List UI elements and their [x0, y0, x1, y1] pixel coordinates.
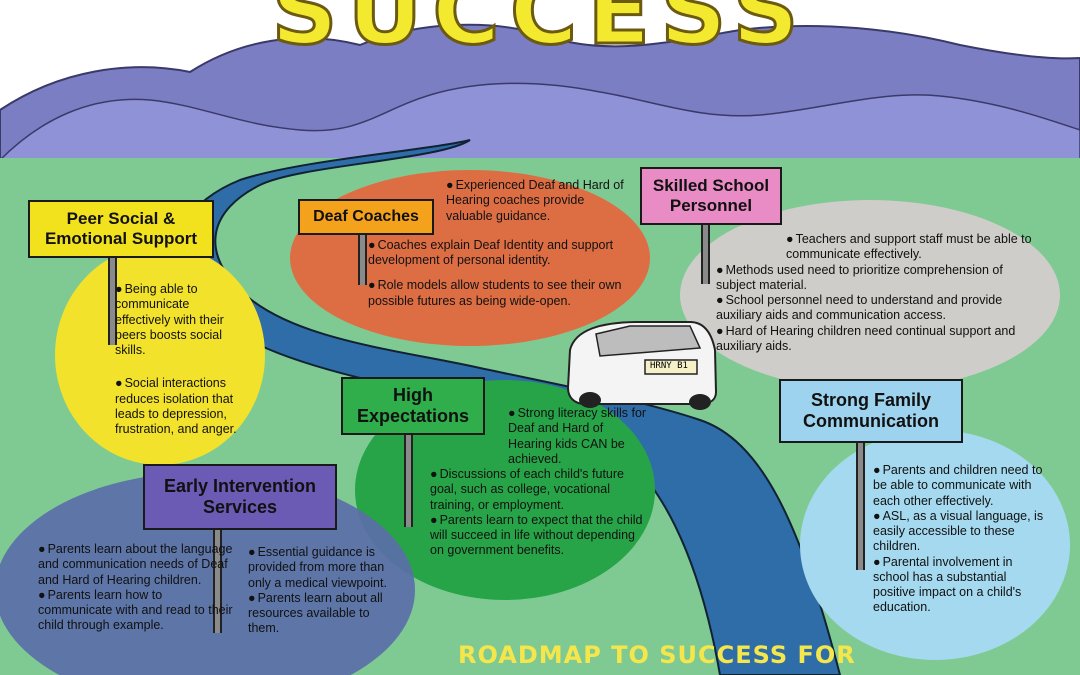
- bullet-early-3: Essential guidance is provided from more…: [248, 545, 398, 591]
- high-expectations-text: Strong literacy skills for Deaf and Hard…: [430, 406, 648, 559]
- bullet-coaches-1: Experienced Deaf and Hard of Hearing coa…: [446, 178, 626, 224]
- bullet-family-2: ASL, as a visual language, is easily acc…: [873, 509, 1045, 555]
- school-sign-post: [701, 224, 710, 284]
- bullet-school-3: School personnel need to understand and …: [716, 293, 1036, 324]
- deaf-coaches-text: Experienced Deaf and Hard of Hearing coa…: [368, 178, 626, 309]
- bullet-school-2: Methods used need to prioritize comprehe…: [716, 263, 1036, 294]
- sign-early-intervention-services: Early Intervention Services: [143, 464, 337, 530]
- bullet-coaches-3: Role models allow students to see their …: [368, 278, 623, 309]
- sign-high-expectations: High Expectations: [341, 377, 485, 435]
- peer-support-text: Being able to communicate effectively wi…: [115, 282, 243, 437]
- car: [566, 321, 718, 410]
- bullet-peer-2: Social interactions reduces isolation th…: [115, 376, 243, 437]
- bullet-school-1: Teachers and support staff must be able …: [786, 232, 1036, 263]
- bullet-peer-1: Being able to communicate effectively wi…: [115, 282, 243, 358]
- sign-strong-family-communication: Strong Family Communication: [779, 379, 963, 443]
- bullet-expect-1: Strong literacy skills for Deaf and Hard…: [508, 406, 648, 467]
- family-communication-text: Parents and children need to be able to …: [873, 463, 1045, 616]
- bullet-family-1: Parents and children need to be able to …: [873, 463, 1045, 509]
- early-intervention-text-left: Parents learn about the language and com…: [38, 542, 234, 634]
- bullet-expect-3: Parents learn to expect that the child w…: [430, 513, 648, 559]
- sign-deaf-coaches: Deaf Coaches: [298, 199, 434, 235]
- bullet-early-4: Parents learn about all resources availa…: [248, 591, 398, 637]
- bullet-early-1: Parents learn about the language and com…: [38, 542, 234, 588]
- school-personnel-text: Teachers and support staff must be able …: [716, 232, 1036, 354]
- family-sign-post: [856, 440, 865, 570]
- sign-skilled-school-personnel: Skilled School Personnel: [640, 167, 782, 225]
- bullet-expect-2: Discussions of each child's future goal,…: [430, 467, 648, 513]
- license-plate: HRNY B1: [650, 361, 688, 371]
- expectations-sign-post: [404, 432, 413, 527]
- bullet-family-3: Parental involvement in school has a sub…: [873, 555, 1045, 616]
- coaches-sign-post: [358, 230, 367, 285]
- roadmap-caption: ROADMAP TO SUCCESS FOR: [458, 641, 856, 669]
- page-title: SUCCESS: [270, 0, 809, 67]
- early-intervention-text-right: Essential guidance is provided from more…: [248, 545, 398, 637]
- bullet-coaches-2: Coaches explain Deaf Identity and suppor…: [368, 238, 623, 269]
- sign-peer-social-support: Peer Social & Emotional Support: [28, 200, 214, 258]
- bullet-school-4: Hard of Hearing children need continual …: [716, 324, 1036, 355]
- bullet-early-2: Parents learn how to communicate with an…: [38, 588, 234, 634]
- mountain-range-front: [0, 82, 1080, 161]
